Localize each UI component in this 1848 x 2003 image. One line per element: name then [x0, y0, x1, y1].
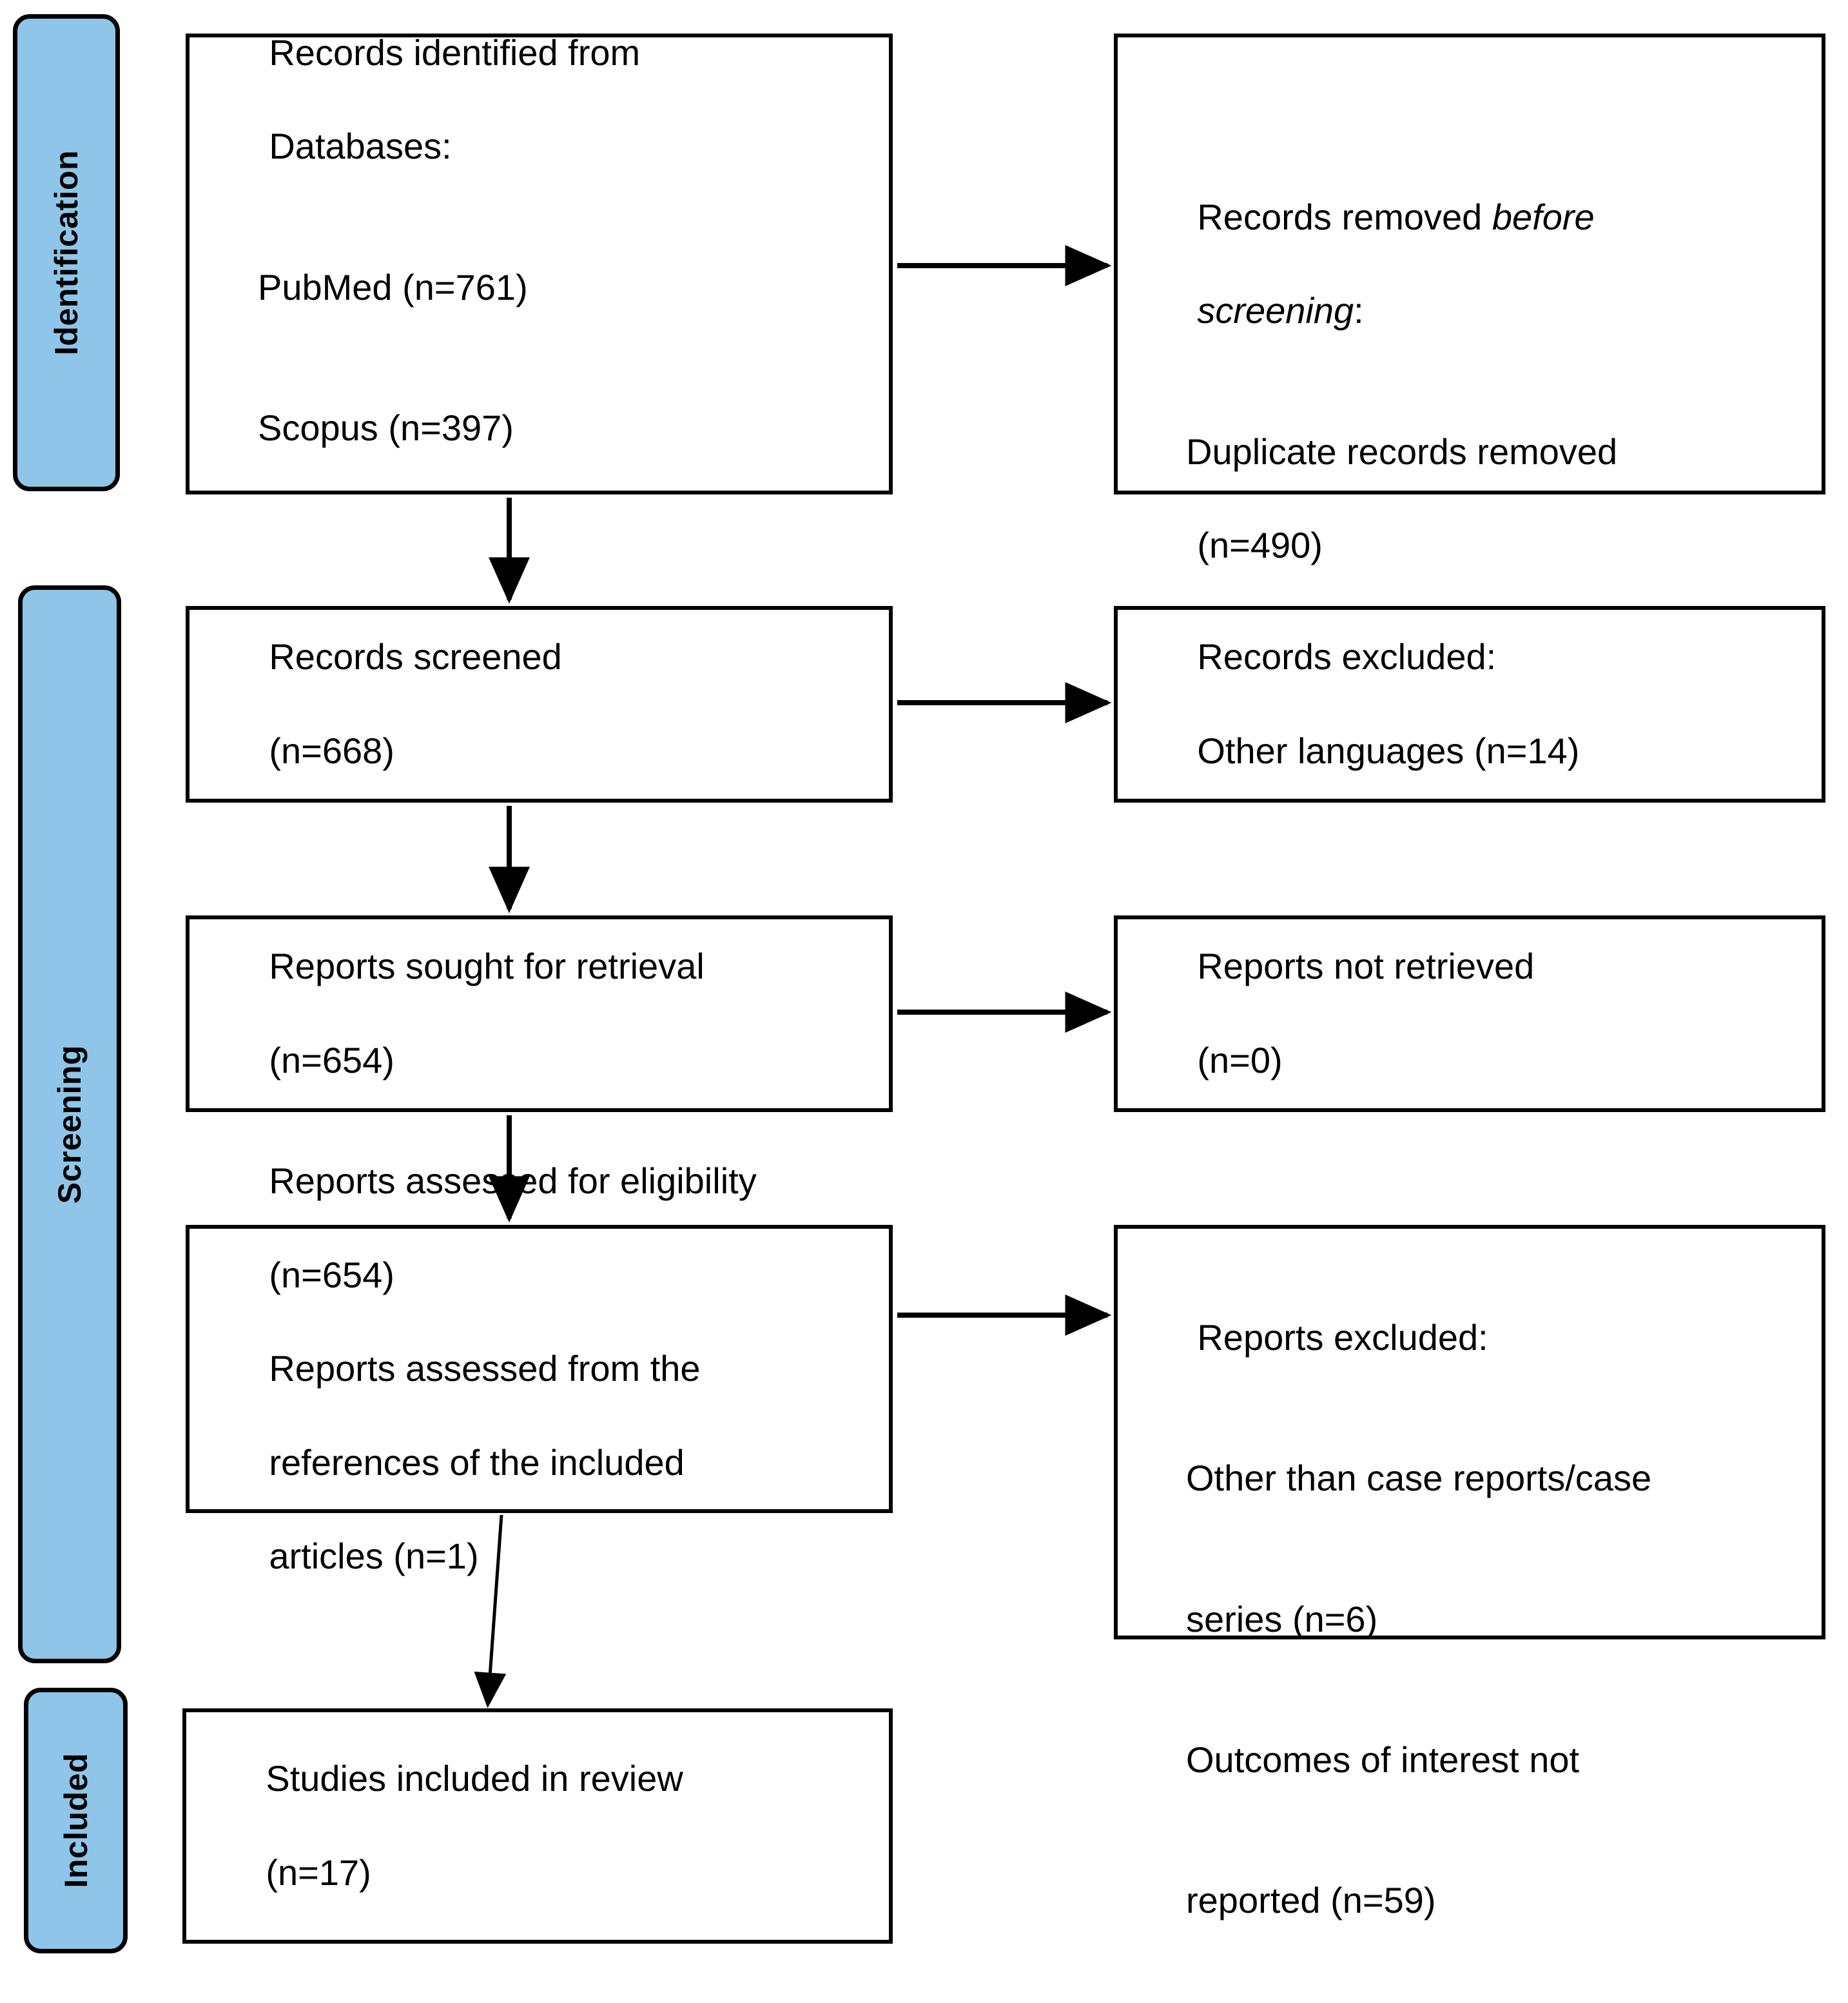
reports-assessed-line1: Reports assessed for eligibility [269, 1160, 757, 1201]
box-records-excluded-text: Records excluded: Other languages (n=14) [1137, 587, 1802, 822]
records-removed-duplicates: Duplicate records removed [1186, 431, 1618, 472]
stage-band-included-label: Included [57, 1753, 94, 1888]
box-studies-included-in-review: Studies included in review (n=17) [182, 1708, 893, 1944]
studies-included-count: (n=17) [266, 1852, 371, 1893]
box-records-identified-text: Records identified from Databases: PubMe… [209, 0, 870, 545]
records-removed-line1-italic: before [1492, 196, 1595, 237]
box-studies-included-text: Studies included in review (n=17) [206, 1709, 870, 1944]
box-records-removed-before-screening: Records removed before screening: Duplic… [1114, 34, 1825, 565]
records-excluded-line1: Records excluded: [1197, 636, 1497, 678]
reports-not-retrieved-count: (n=0) [1197, 1039, 1283, 1080]
reports-sought-count: (n=654) [269, 1039, 394, 1080]
box-reports-excluded-text: Reports excluded: Other than case report… [1137, 1267, 1802, 2003]
records-excluded-line2: Other languages (n=14) [1197, 730, 1580, 771]
reports-sought-line1: Reports sought for retrieval [269, 946, 705, 987]
reports-assessed-line5: articles (n=1) [269, 1536, 479, 1577]
box-reports-assessed-text: Reports assessed for eligibility (n=654)… [209, 1111, 870, 1627]
box-reports-not-retrieved-text: Reports not retrieved (n=0) [1137, 897, 1802, 1131]
reports-excluded-other-than-case-1: Other than case reports/case [1186, 1458, 1652, 1499]
records-identified-line1: Records identified from [269, 32, 641, 73]
box-records-identified: Records identified from Databases: PubMe… [186, 32, 893, 494]
stage-band-screening: Screening [18, 585, 121, 1663]
box-records-removed-text: Records removed before screening: Duplic… [1137, 147, 1802, 616]
box-reports-sought-for-retrieval: Reports sought for retrieval (n=654) [186, 915, 893, 1112]
records-screened-count: (n=668) [269, 730, 394, 771]
box-reports-assessed-for-eligibility: Reports assessed for eligibility (n=654)… [186, 1160, 893, 1576]
box-records-screened-text: Records screened (n=668) [209, 587, 870, 822]
reports-excluded-outcomes-1: Outcomes of interest not [1186, 1739, 1580, 1780]
reports-excluded-outcomes-2: reported (n=59) [1186, 1880, 1436, 1921]
records-removed-count: (n=490) [1197, 525, 1323, 566]
records-identified-scopus: Scopus (n=397) [258, 407, 514, 448]
box-reports-not-retrieved: Reports not retrieved (n=0) [1114, 915, 1825, 1112]
reports-assessed-count: (n=654) [269, 1254, 394, 1295]
records-identified-line2: Databases: [269, 126, 452, 167]
records-removed-line1-prefix: Records removed [1197, 196, 1492, 237]
records-identified-pubmed: PubMed (n=761) [258, 266, 528, 308]
stage-band-screening-label: Screening [52, 1044, 88, 1204]
records-removed-line2-italic: screening [1197, 290, 1354, 331]
box-reports-sought-text: Reports sought for retrieval (n=654) [209, 897, 870, 1131]
records-removed-line2-suffix: : [1354, 290, 1364, 331]
stage-band-identification-label: Identification [48, 150, 84, 356]
box-records-excluded: Records excluded: Other languages (n=14) [1114, 606, 1825, 803]
stage-band-identification: Identification [13, 14, 120, 491]
stage-band-included: Included [24, 1688, 128, 1953]
box-reports-excluded: Reports excluded: Other than case report… [1114, 1225, 1825, 1920]
reports-excluded-other-than-case-2: series (n=6) [1186, 1598, 1378, 1639]
box-records-screened: Records screened (n=668) [186, 606, 893, 803]
reports-assessed-line3: Reports assessed from the [269, 1348, 701, 1389]
reports-assessed-line4: references of the included [269, 1441, 685, 1483]
studies-included-line1: Studies included in review [266, 1758, 683, 1799]
reports-excluded-line1: Reports excluded: [1197, 1316, 1488, 1358]
reports-not-retrieved-line1: Reports not retrieved [1197, 946, 1535, 987]
records-screened-line1: Records screened [269, 636, 562, 678]
